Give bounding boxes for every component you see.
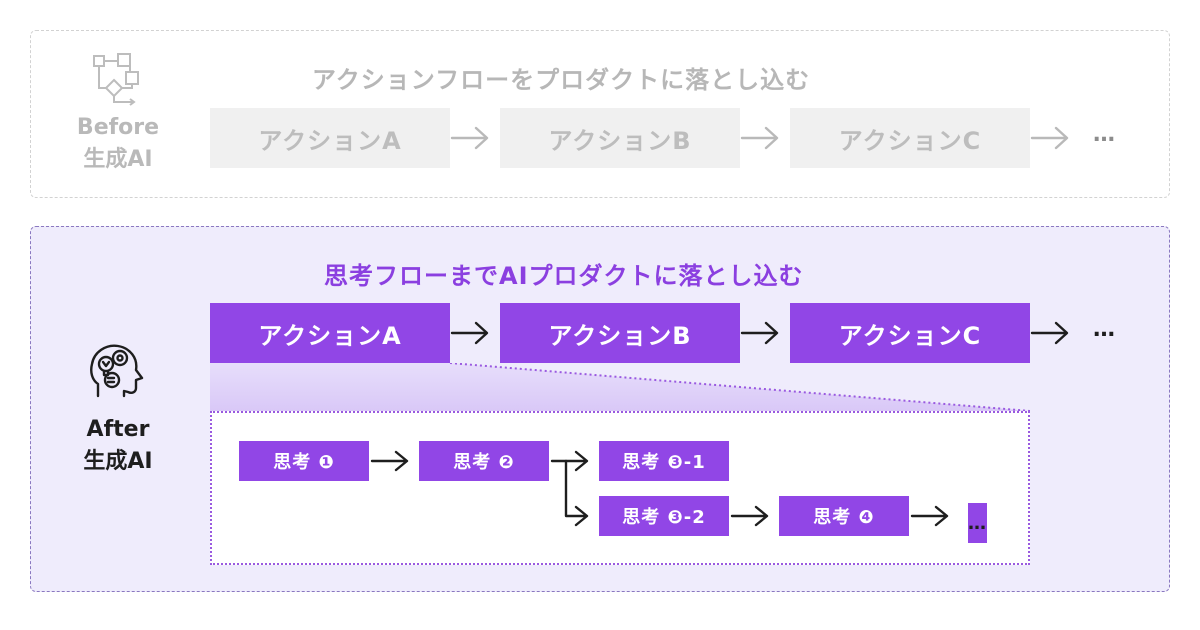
before-action-a: アクションA bbox=[210, 108, 450, 168]
thought-2: 思考 ❷ bbox=[419, 441, 549, 481]
before-label: Before 生成AI bbox=[58, 112, 178, 176]
thought-4: 思考 ❹ bbox=[779, 496, 909, 536]
before-heading: アクションフローをプロダクトに落とし込む bbox=[312, 66, 811, 94]
after-label: After 生成AI bbox=[58, 414, 178, 478]
after-arrows bbox=[450, 321, 1069, 345]
after-ellipsis: … bbox=[1093, 317, 1117, 342]
after-action-c: アクションC bbox=[790, 303, 1030, 363]
before-action-b: アクションB bbox=[500, 108, 740, 168]
thought-3-2: 思考 ❸-2 bbox=[599, 496, 729, 536]
before-label-line: Before 生成AI bbox=[76, 115, 160, 172]
thought-1: 思考 ❶ bbox=[239, 441, 369, 481]
after-heading: 思考フローまでAIプロダクトに落とし込む bbox=[324, 262, 804, 290]
thinking-flow-box bbox=[210, 411, 1030, 565]
after-action-a: アクションA bbox=[210, 303, 450, 363]
flowchart-icon bbox=[90, 50, 146, 106]
after-action-b: アクションB bbox=[500, 303, 740, 363]
thought-arrows bbox=[370, 450, 949, 527]
before-arrows bbox=[450, 126, 1069, 150]
before-action-c: アクションC bbox=[790, 108, 1030, 168]
thinking-head-icon bbox=[84, 338, 148, 402]
after-label-line: After 生成AI bbox=[83, 417, 153, 474]
thought-ellipsis: … bbox=[968, 503, 987, 543]
before-ellipsis: … bbox=[1093, 122, 1117, 147]
expansion-fade bbox=[210, 362, 1031, 412]
thought-3-1: 思考 ❸-1 bbox=[599, 441, 729, 481]
